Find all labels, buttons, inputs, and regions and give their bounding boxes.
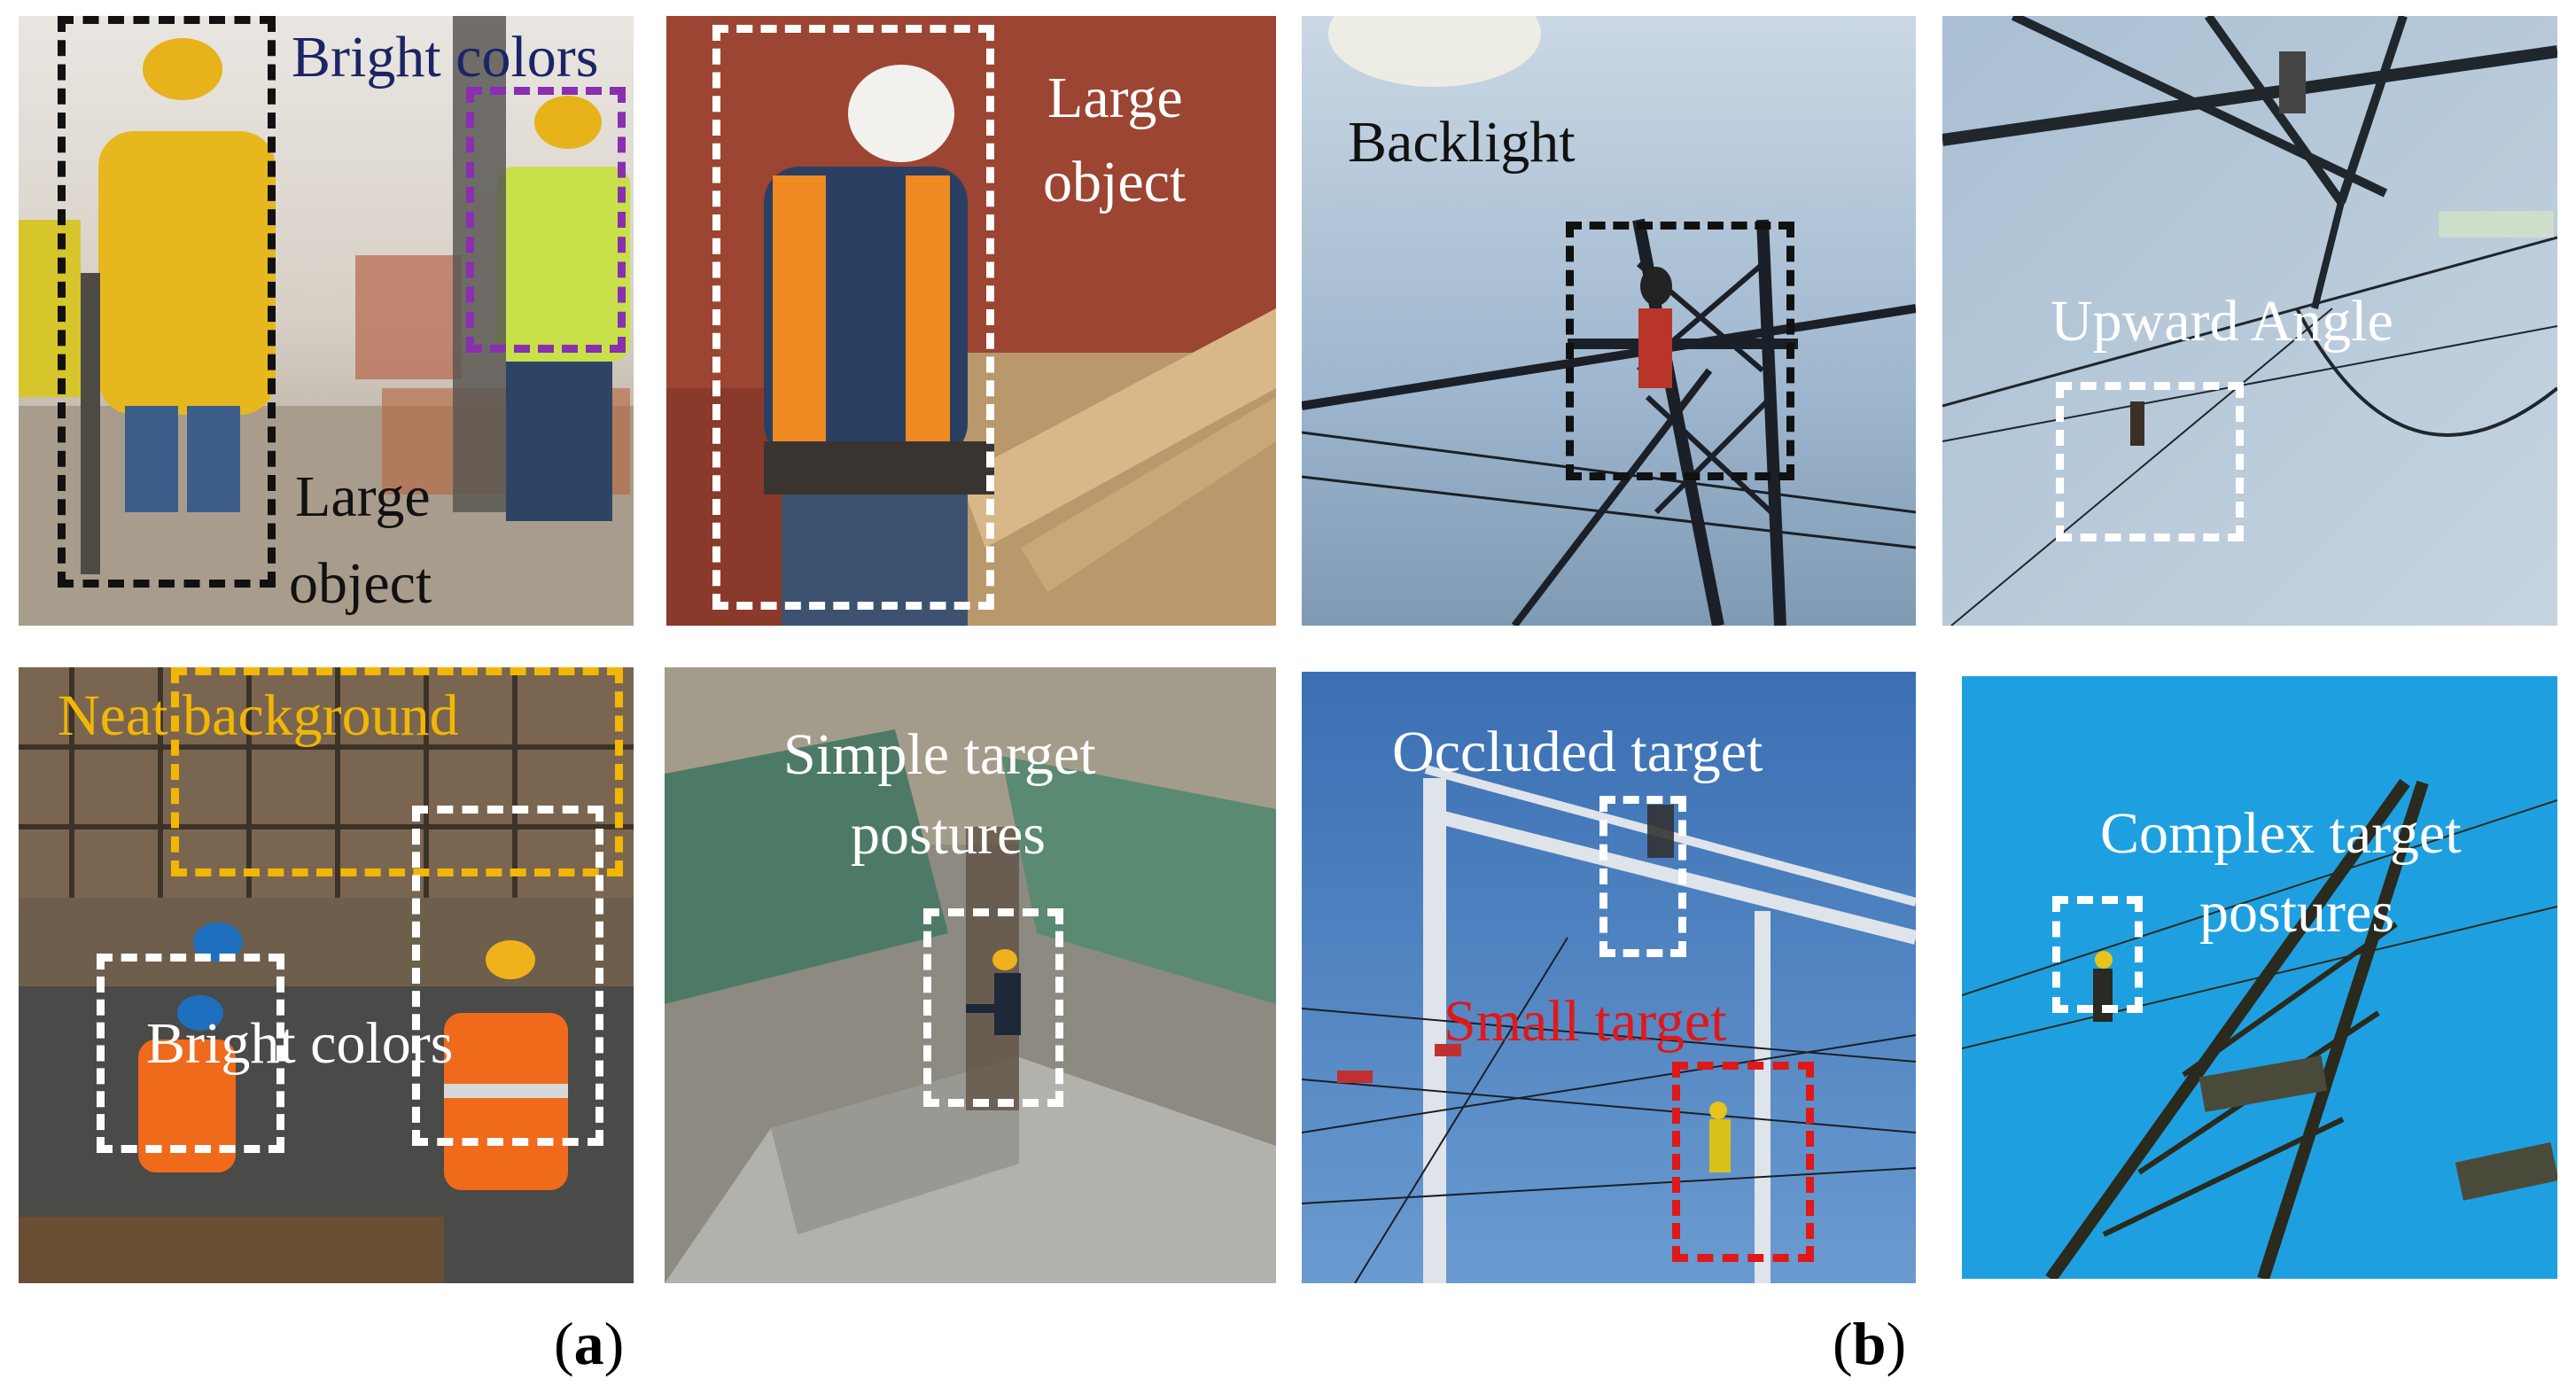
power-line-photo-b1: [1302, 16, 1916, 626]
label-complex-postures-line1: Complex target: [2100, 801, 2462, 866]
detection-box-complex-posture: [2052, 896, 2143, 1013]
label-complex-postures-line2: postures: [2199, 880, 2394, 945]
label-upward-angle: Upward Angle: [2051, 289, 2393, 354]
detection-box-worker-2: [412, 806, 603, 1146]
detection-box-large-object: [58, 16, 276, 588]
construction-photo-a2: [666, 16, 1276, 626]
label-backlight: Backlight: [1348, 110, 1576, 175]
label-large-object-line1: Large: [1047, 66, 1183, 130]
detection-box-backlight: [1566, 222, 1794, 480]
photo-panel-a2: Large object: [666, 16, 1276, 626]
photo-panel-b4: Complex target postures: [1962, 676, 2557, 1279]
detection-box-neat-background: [171, 667, 623, 876]
detection-box-occluded-target: [1599, 796, 1686, 957]
label-bright-colors: Bright colors: [292, 25, 599, 90]
photo-panel-a4: Simple target postures: [665, 667, 1276, 1283]
detection-box-large-object: [712, 25, 994, 610]
photo-panel-a3: Neat background Bright colors: [19, 667, 634, 1283]
detection-box-upward-angle: [2056, 382, 2244, 541]
label-bright-colors: Bright colors: [146, 1011, 454, 1076]
caption-b: (b): [1833, 1310, 1907, 1377]
photo-panel-a1: Bright colors Large object: [19, 16, 634, 626]
caption-b-letter: b: [1852, 1310, 1887, 1377]
detection-box-simple-posture: [923, 908, 1063, 1107]
photo-panel-b1: Backlight: [1302, 16, 1916, 626]
power-line-photo-b2: [1942, 16, 2557, 626]
label-simple-postures-line1: Simple target: [783, 722, 1096, 787]
detection-box-small-target: [1672, 1062, 1814, 1262]
power-line-photo-b4: [1962, 676, 2557, 1279]
construction-photo-a4: [665, 667, 1276, 1283]
label-large-object-line1: Large: [295, 464, 431, 529]
label-neat-background: Neat background: [58, 683, 459, 748]
label-large-object-line2: object: [1043, 150, 1187, 214]
photo-panel-b2: Upward Angle: [1942, 16, 2557, 626]
label-simple-postures-line2: postures: [851, 802, 1046, 867]
photo-panel-b3: Occluded target Small target: [1302, 672, 1916, 1283]
caption-a: (a): [554, 1310, 625, 1377]
label-large-object-line2: object: [289, 551, 432, 616]
label-small-target: Small target: [1444, 989, 1727, 1054]
caption-a-letter: a: [573, 1310, 604, 1377]
label-occluded-target: Occluded target: [1392, 720, 1763, 784]
construction-photo-a1: [19, 16, 634, 626]
construction-photo-a3: [19, 667, 634, 1283]
detection-box-worker-1: [97, 954, 284, 1153]
detection-box-bright-colors: [466, 87, 626, 353]
